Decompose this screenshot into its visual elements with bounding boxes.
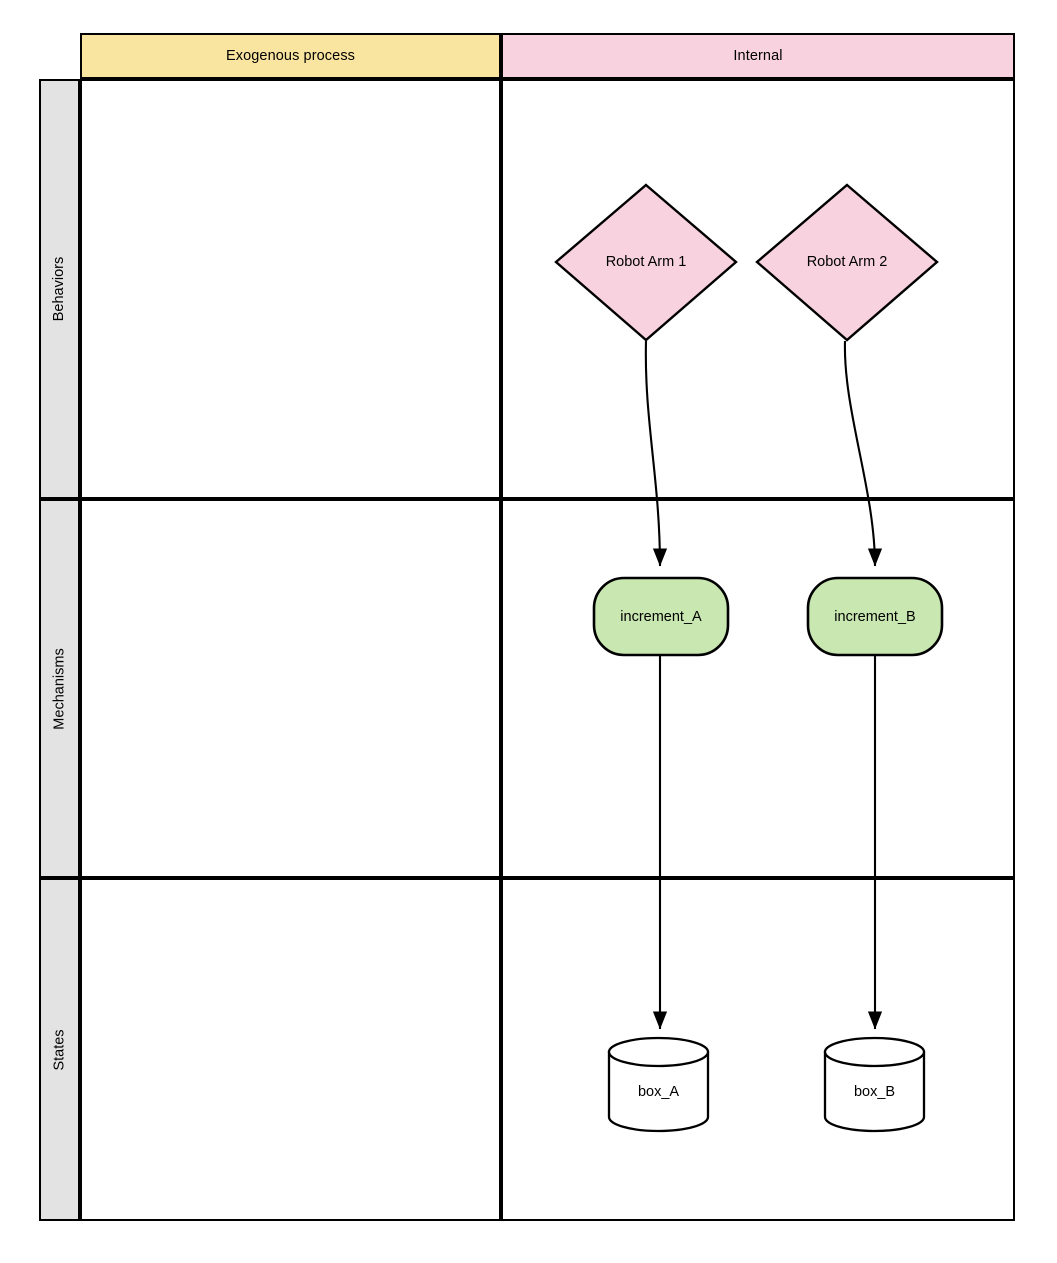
column-header-exogenous-process-label: Exogenous process (225, 48, 356, 64)
row-header-mechanisms-label: Mechanisms (51, 647, 68, 730)
node-box-b[interactable]: box_B (823, 1036, 926, 1133)
row-header-mechanisms[interactable]: Mechanisms (39, 499, 80, 878)
row-header-states[interactable]: States (39, 878, 80, 1221)
node-box-a[interactable]: box_A (607, 1036, 710, 1133)
edge-robot-arm-2-to-increment-b[interactable] (843, 340, 883, 567)
edge-robot-arm-1-to-increment-a[interactable] (644, 340, 668, 567)
cell-internal-mechanisms (501, 499, 1015, 878)
cell-exogenous-behaviors (80, 79, 501, 499)
cell-exogenous-mechanisms (80, 499, 501, 878)
row-header-behaviors-label: Behaviors (51, 256, 68, 322)
row-header-states-label: States (51, 1028, 68, 1071)
cell-internal-states (501, 878, 1015, 1221)
column-header-exogenous-process[interactable]: Exogenous process (80, 33, 501, 79)
node-increment-a[interactable]: increment_A (592, 576, 730, 657)
cell-internal-behaviors (501, 79, 1015, 499)
node-increment-b[interactable]: increment_B (806, 576, 944, 657)
column-header-internal[interactable]: Internal (501, 33, 1015, 79)
column-header-internal-label: Internal (733, 48, 783, 64)
cell-exogenous-states (80, 878, 501, 1221)
swimlane-grid: Exogenous process Internal Behaviors Mec… (39, 33, 1016, 1221)
row-header-behaviors[interactable]: Behaviors (39, 79, 80, 499)
